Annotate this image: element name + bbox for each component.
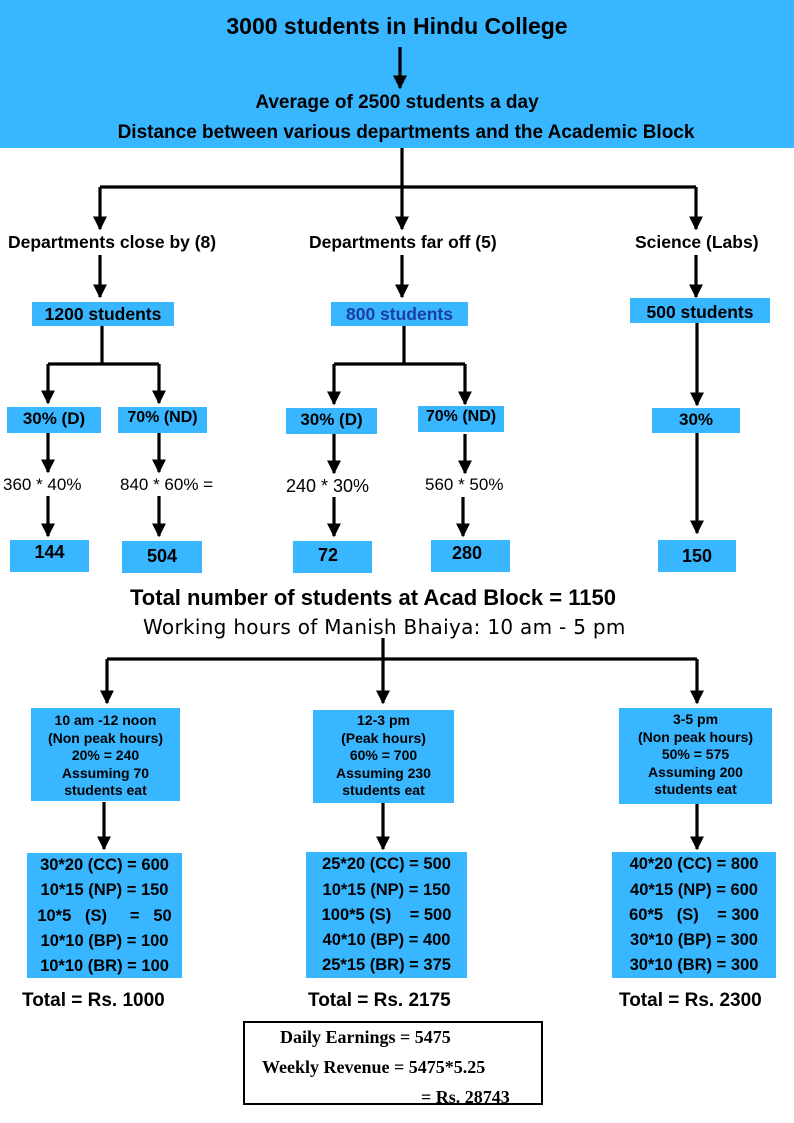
close-students-box <box>32 302 174 326</box>
period-1-calc-br: 10*10 (BR) = 100 <box>40 957 169 975</box>
far-d-result: 72 <box>317 545 339 565</box>
distance-line: Distance between various departments and… <box>117 122 695 143</box>
far-departments-label: Departments far off (5) <box>309 232 497 252</box>
weekly-revenue-total: = Rs. 28743 <box>421 1087 510 1107</box>
period-2-assumption-cont: students eat <box>342 782 425 798</box>
period-1-details: 10 am -12 noon (Non peak hours) 20% = 24… <box>31 712 180 800</box>
period-2-details: 12-3 pm (Peak hours) 60% = 700 Assuming … <box>313 712 454 800</box>
period-1-time: 10 am -12 noon <box>54 712 157 728</box>
working-hours: Working hours of Manish Bhaiya: 10 am - … <box>143 615 626 639</box>
period-3-total: Total = Rs. 2300 <box>619 990 762 1011</box>
period-1-calc-s: 10*5 (S) = 50 <box>37 907 172 925</box>
science-label: Science (Labs) <box>635 232 759 252</box>
period-3-share: 50% = 575 <box>661 746 730 762</box>
period-3-box <box>619 708 772 804</box>
earnings-box: Daily Earnings = 5475 Weekly Revenue = 5… <box>243 1021 543 1107</box>
period-3-calc-br: 30*10 (BR) = 300 <box>629 956 759 974</box>
period-2-calc-cc: 25*20 (CC) = 500 <box>322 855 451 873</box>
close-d-result-box <box>10 540 89 572</box>
far-nd-result-box <box>431 540 510 572</box>
science-students-count: 500 students <box>646 302 754 322</box>
close-departments-label: Departments close by (8) <box>8 232 217 252</box>
average-students-line: Average of 2500 students a day <box>255 92 539 113</box>
far-nd-calc: 560 * 50% <box>425 475 504 494</box>
period-1-calc-cc: 30*20 (CC) = 600 <box>40 856 169 874</box>
science-pct-box <box>652 408 740 433</box>
close-d-result: 144 <box>34 542 65 562</box>
period-3-calc-np: 40*15 (NP) = 600 <box>630 881 758 899</box>
period-2-calc-br: 25*15 (BR) = 375 <box>322 956 451 974</box>
period-1-type: (Non peak hours) <box>47 729 164 746</box>
close-nd-calc: 840 * 60% = <box>120 475 214 494</box>
close-nd-pct: 70% (ND) <box>127 409 198 426</box>
far-nd-pct-box <box>418 406 504 432</box>
close-d-calc: 360 * 40% <box>3 475 82 494</box>
far-d-pct-box <box>286 408 377 434</box>
far-d-calc: 240 * 30% <box>286 476 370 496</box>
period-2-share: 60% = 700 <box>349 747 418 763</box>
far-students-box <box>331 302 468 326</box>
far-students-count: 800 students <box>346 304 453 324</box>
far-d-result-box <box>293 541 372 573</box>
period-3-calc-s: 60*5 (S) = 300 <box>629 906 759 924</box>
period-2-total: Total = Rs. 2175 <box>308 990 451 1011</box>
period-2-box <box>313 710 454 803</box>
science-students-box <box>630 298 770 323</box>
period-1-calc-np: 10*15 (NP) = 150 <box>40 881 169 899</box>
period-2-assumption: Assuming 230 <box>336 764 431 781</box>
science-result-box <box>658 540 736 572</box>
period-3-calc-bp: 30*10 (BP) = 300 <box>630 931 758 949</box>
daily-earnings: Daily Earnings = 5475 <box>280 1027 451 1047</box>
far-nd-pct: 70% (ND) <box>425 408 497 425</box>
period-2-calc-box: 25*20 (CC) = 500 10*15 (NP) = 150 100*5 … <box>306 852 467 978</box>
diagram-title: 3000 students in Hindu College <box>226 13 568 39</box>
period-1-box <box>31 708 180 801</box>
period-3-details: 3-5 pm (Non peak hours) 50% = 575 Assumi… <box>619 711 772 799</box>
science-pct: 30% <box>678 410 714 429</box>
period-1-assumption: Assuming 70 <box>61 764 150 781</box>
period-1-share: 20% = 240 <box>71 747 140 763</box>
close-students-count: 1200 students <box>44 304 162 324</box>
period-2-type: (Peak hours) <box>341 729 426 746</box>
period-3-assumption: Assuming 200 <box>648 763 743 780</box>
period-3-calc-cc: 40*20 (CC) = 800 <box>629 855 759 873</box>
far-nd-result: 280 <box>451 543 483 563</box>
period-3-calc-box: 40*20 (CC) = 800 40*15 (NP) = 600 60*5 (… <box>612 852 776 978</box>
period-1-total: Total = Rs. 1000 <box>22 990 165 1011</box>
close-d-pct: 30% (D) <box>22 409 86 428</box>
close-nd-result: 504 <box>146 546 178 566</box>
period-1-calc-box: 30*20 (CC) = 600 10*15 (NP) = 150 10*5 (… <box>27 853 182 978</box>
period-3-assumption-cont: students eat <box>654 781 737 797</box>
science-result: 150 <box>681 546 713 566</box>
period-1-assumption-cont: students eat <box>64 782 147 798</box>
period-3-time: 3-5 pm <box>672 711 719 727</box>
close-d-pct-box <box>7 407 101 433</box>
close-nd-pct-box <box>118 407 207 433</box>
close-nd-result-box <box>122 541 202 573</box>
header-band <box>0 0 794 148</box>
period-3-type: (Non peak hours) <box>637 728 754 745</box>
far-d-pct: 30% (D) <box>300 410 363 429</box>
period-2-calc-np: 10*15 (NP) = 150 <box>322 881 451 899</box>
period-2-time: 12-3 pm <box>357 712 410 728</box>
period-2-calc-bp: 40*10 (BP) = 400 <box>322 931 451 949</box>
period-1-calc-bp: 10*10 (BP) = 100 <box>40 932 169 950</box>
period-2-calc-s: 100*5 (S) = 500 <box>321 906 452 924</box>
weekly-revenue: Weekly Revenue = 5475*5.25 <box>262 1057 486 1077</box>
total-students-summary: Total number of students at Acad Block =… <box>130 585 616 610</box>
